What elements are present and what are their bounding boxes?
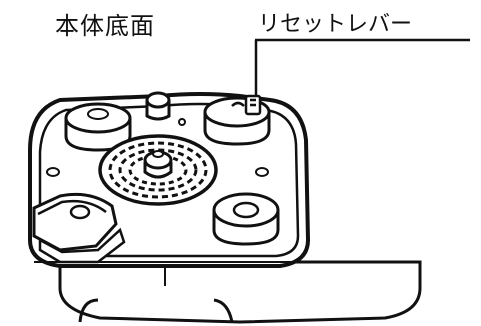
reset-lever[interactable] [231, 94, 262, 116]
screw-holes [46, 118, 269, 177]
reset-lever-callout-label: リセットレバー [258, 12, 413, 37]
callout-leader-line [254, 38, 470, 100]
foot-back-left [64, 102, 132, 152]
view-title: 本体底面 [55, 12, 155, 40]
vent-center-knob [143, 150, 173, 179]
foot-front-right [212, 192, 280, 246]
front-left-block [32, 192, 126, 264]
top-knob [145, 91, 171, 121]
stand-base [58, 260, 422, 324]
